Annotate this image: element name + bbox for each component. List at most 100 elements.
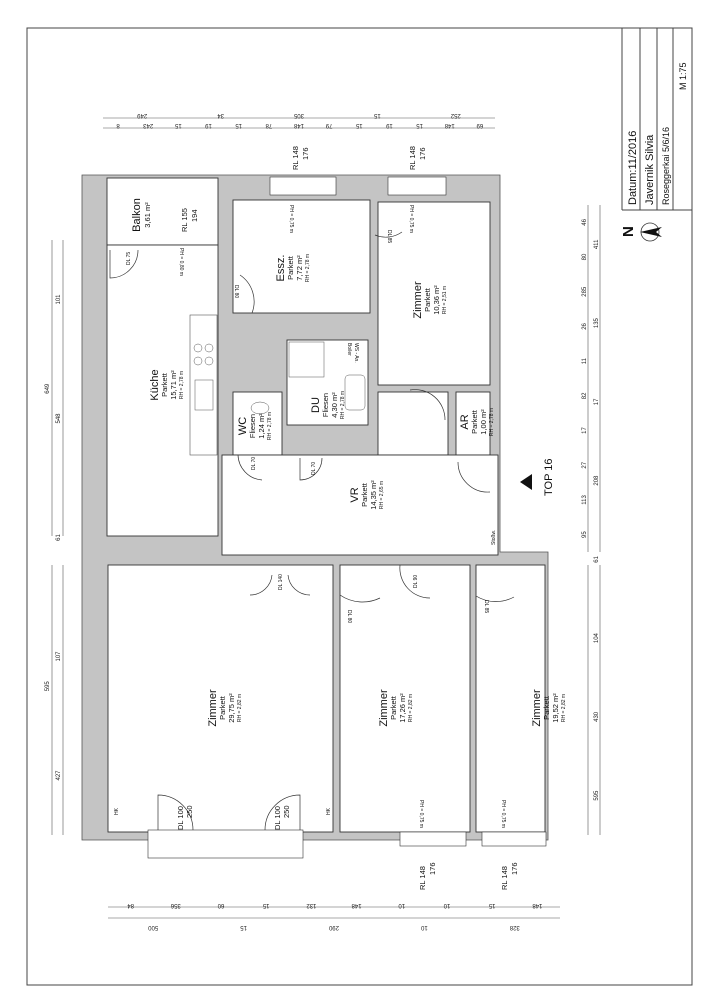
svg-text:DL 70: DL 70 xyxy=(251,457,257,470)
dimension-label: 15 xyxy=(416,122,423,128)
room-essz xyxy=(232,199,371,314)
dimension-label: 27 xyxy=(582,461,588,468)
shower xyxy=(288,341,325,378)
svg-text:AR: AR xyxy=(459,414,471,429)
svg-text:Parkett: Parkett xyxy=(160,372,169,397)
dimension-label: 46 xyxy=(582,218,588,225)
room-label-balkon: Balkon 3,61 m² xyxy=(131,198,152,232)
svg-text:DL 100: DL 100 xyxy=(176,806,185,830)
svg-text:DL 85: DL 85 xyxy=(483,600,489,613)
room-zimmer-17 xyxy=(339,564,471,833)
room-du xyxy=(286,339,369,426)
room-zimmer-19 xyxy=(475,564,546,833)
svg-text:250: 250 xyxy=(282,805,291,818)
dimension-label: 135 xyxy=(594,317,600,328)
room-balkon xyxy=(106,177,219,246)
dimension-label: 80 xyxy=(582,253,588,260)
svg-text:VR: VR xyxy=(349,487,361,502)
dimension-label: 19 xyxy=(385,122,392,128)
svg-text:Boiler: Boiler xyxy=(346,343,352,356)
client-name: Javernik Silvia xyxy=(644,134,656,205)
dimension-label: 208 xyxy=(594,475,600,486)
svg-text:194: 194 xyxy=(190,209,199,222)
unit-label: TOP 16 xyxy=(543,458,555,496)
dimension-label: 10 xyxy=(398,902,405,908)
svg-text:DL 140: DL 140 xyxy=(278,574,284,590)
window xyxy=(399,831,467,847)
dimension-label: 285 xyxy=(582,286,588,297)
window xyxy=(147,829,304,859)
stove-burner xyxy=(204,343,214,353)
dimension-label: 148 xyxy=(293,122,304,128)
dimension-label: 356 xyxy=(170,902,181,908)
dimension-label: 548 xyxy=(56,413,62,424)
svg-text:RL 148: RL 148 xyxy=(418,866,427,890)
window xyxy=(481,831,547,847)
dimension-label: 411 xyxy=(594,239,600,249)
room-hall xyxy=(377,391,449,456)
svg-text:1,24 m²: 1,24 m² xyxy=(257,413,266,439)
svg-text:10,36 m²: 10,36 m² xyxy=(432,285,441,315)
dimension-lines xyxy=(51,117,601,919)
svg-text:RH = 2,82 m: RH = 2,82 m xyxy=(237,694,243,722)
dimension-label: 104 xyxy=(594,632,600,643)
room-label-zimmer-19: Zimmer Parkett 19,52 m² RH = 2,82 m xyxy=(531,689,567,727)
svg-text:DL 80: DL 80 xyxy=(346,610,352,623)
svg-text:176: 176 xyxy=(418,147,427,160)
dimension-label: 11 xyxy=(582,357,588,364)
rooms xyxy=(106,176,547,859)
dimension-label: 79 xyxy=(325,122,332,128)
svg-text:7,72 m²: 7,72 m² xyxy=(295,255,304,281)
svg-text:N: N xyxy=(620,226,637,237)
svg-text:29,75 m²: 29,75 m² xyxy=(227,693,236,723)
svg-text:3,61 m²: 3,61 m² xyxy=(143,202,152,228)
svg-text:250: 250 xyxy=(185,805,194,818)
svg-text:14,35 m²: 14,35 m² xyxy=(369,480,378,510)
dimension-label: 95 xyxy=(582,531,588,538)
dimension-label: 305 xyxy=(293,112,304,118)
washbasin xyxy=(344,374,366,411)
svg-text:RH = 2,78 m: RH = 2,78 m xyxy=(305,254,311,282)
dimension-label: 500 xyxy=(148,924,159,930)
doors xyxy=(109,231,515,831)
svg-text:WC: WC xyxy=(237,417,249,435)
dimension-label: 427 xyxy=(56,770,62,781)
room-label-zimmer-29: Zimmer Parkett 29,75 m² RH = 2,82 m xyxy=(207,689,243,727)
dimension-label: 15 xyxy=(373,112,380,118)
dimension-label: 10 xyxy=(443,902,450,908)
dimension-label: 113 xyxy=(582,495,588,505)
dimension-label: 78 xyxy=(265,122,272,128)
dimension-label: 10 xyxy=(420,924,427,930)
svg-text:Küche: Küche xyxy=(149,369,161,400)
room-label-ar: AR Parkett 1,00 m² RH = 2,78 m xyxy=(459,408,495,436)
dimension-label: 252 xyxy=(450,112,461,118)
svg-text:Zimmer: Zimmer xyxy=(378,689,390,727)
dimension-label: 26 xyxy=(582,322,588,329)
svg-text:19,52 m²: 19,52 m² xyxy=(551,693,560,723)
svg-text:RH = 2,82 m: RH = 2,82 m xyxy=(408,694,414,722)
room-label-du: DU Fliesen 4,30 m² RH = 2,78 m xyxy=(310,391,346,419)
svg-text:DL 90: DL 90 xyxy=(413,575,419,588)
dimension-label: 430 xyxy=(594,711,600,722)
svg-text:DL 70: DL 70 xyxy=(311,462,317,475)
dimension-label: 69 xyxy=(476,122,483,128)
dimension-label: 15 xyxy=(174,122,181,128)
unit-marker-icon xyxy=(520,474,532,490)
svg-text:176: 176 xyxy=(428,862,437,875)
svg-text:RL 148: RL 148 xyxy=(408,146,417,170)
dimension-label: 61 xyxy=(56,534,62,541)
kitchen-counter xyxy=(189,314,218,456)
dimension-label: 595 xyxy=(594,790,600,801)
svg-text:Zimmer: Zimmer xyxy=(531,689,543,727)
window xyxy=(387,176,447,196)
room-label-zimmer-17: Zimmer Parkett 17,26 m² RH = 2,82 m xyxy=(378,689,414,727)
dimension-label: 243 xyxy=(143,122,154,128)
room-label-vr: VR Parkett 14,35 m² RH = 2,65 m xyxy=(349,480,385,510)
svg-text:Stoßw.: Stoßw. xyxy=(491,530,497,545)
svg-text:1,00 m²: 1,00 m² xyxy=(479,409,488,435)
svg-text:15,71 m²: 15,71 m² xyxy=(169,370,178,400)
svg-text:RH = 2,78 m: RH = 2,78 m xyxy=(267,412,273,440)
dimension-label: 101 xyxy=(56,294,62,305)
room-label-zimmer-10: Zimmer Parkett 10,36 m² RH = 2,51 m xyxy=(412,281,448,319)
